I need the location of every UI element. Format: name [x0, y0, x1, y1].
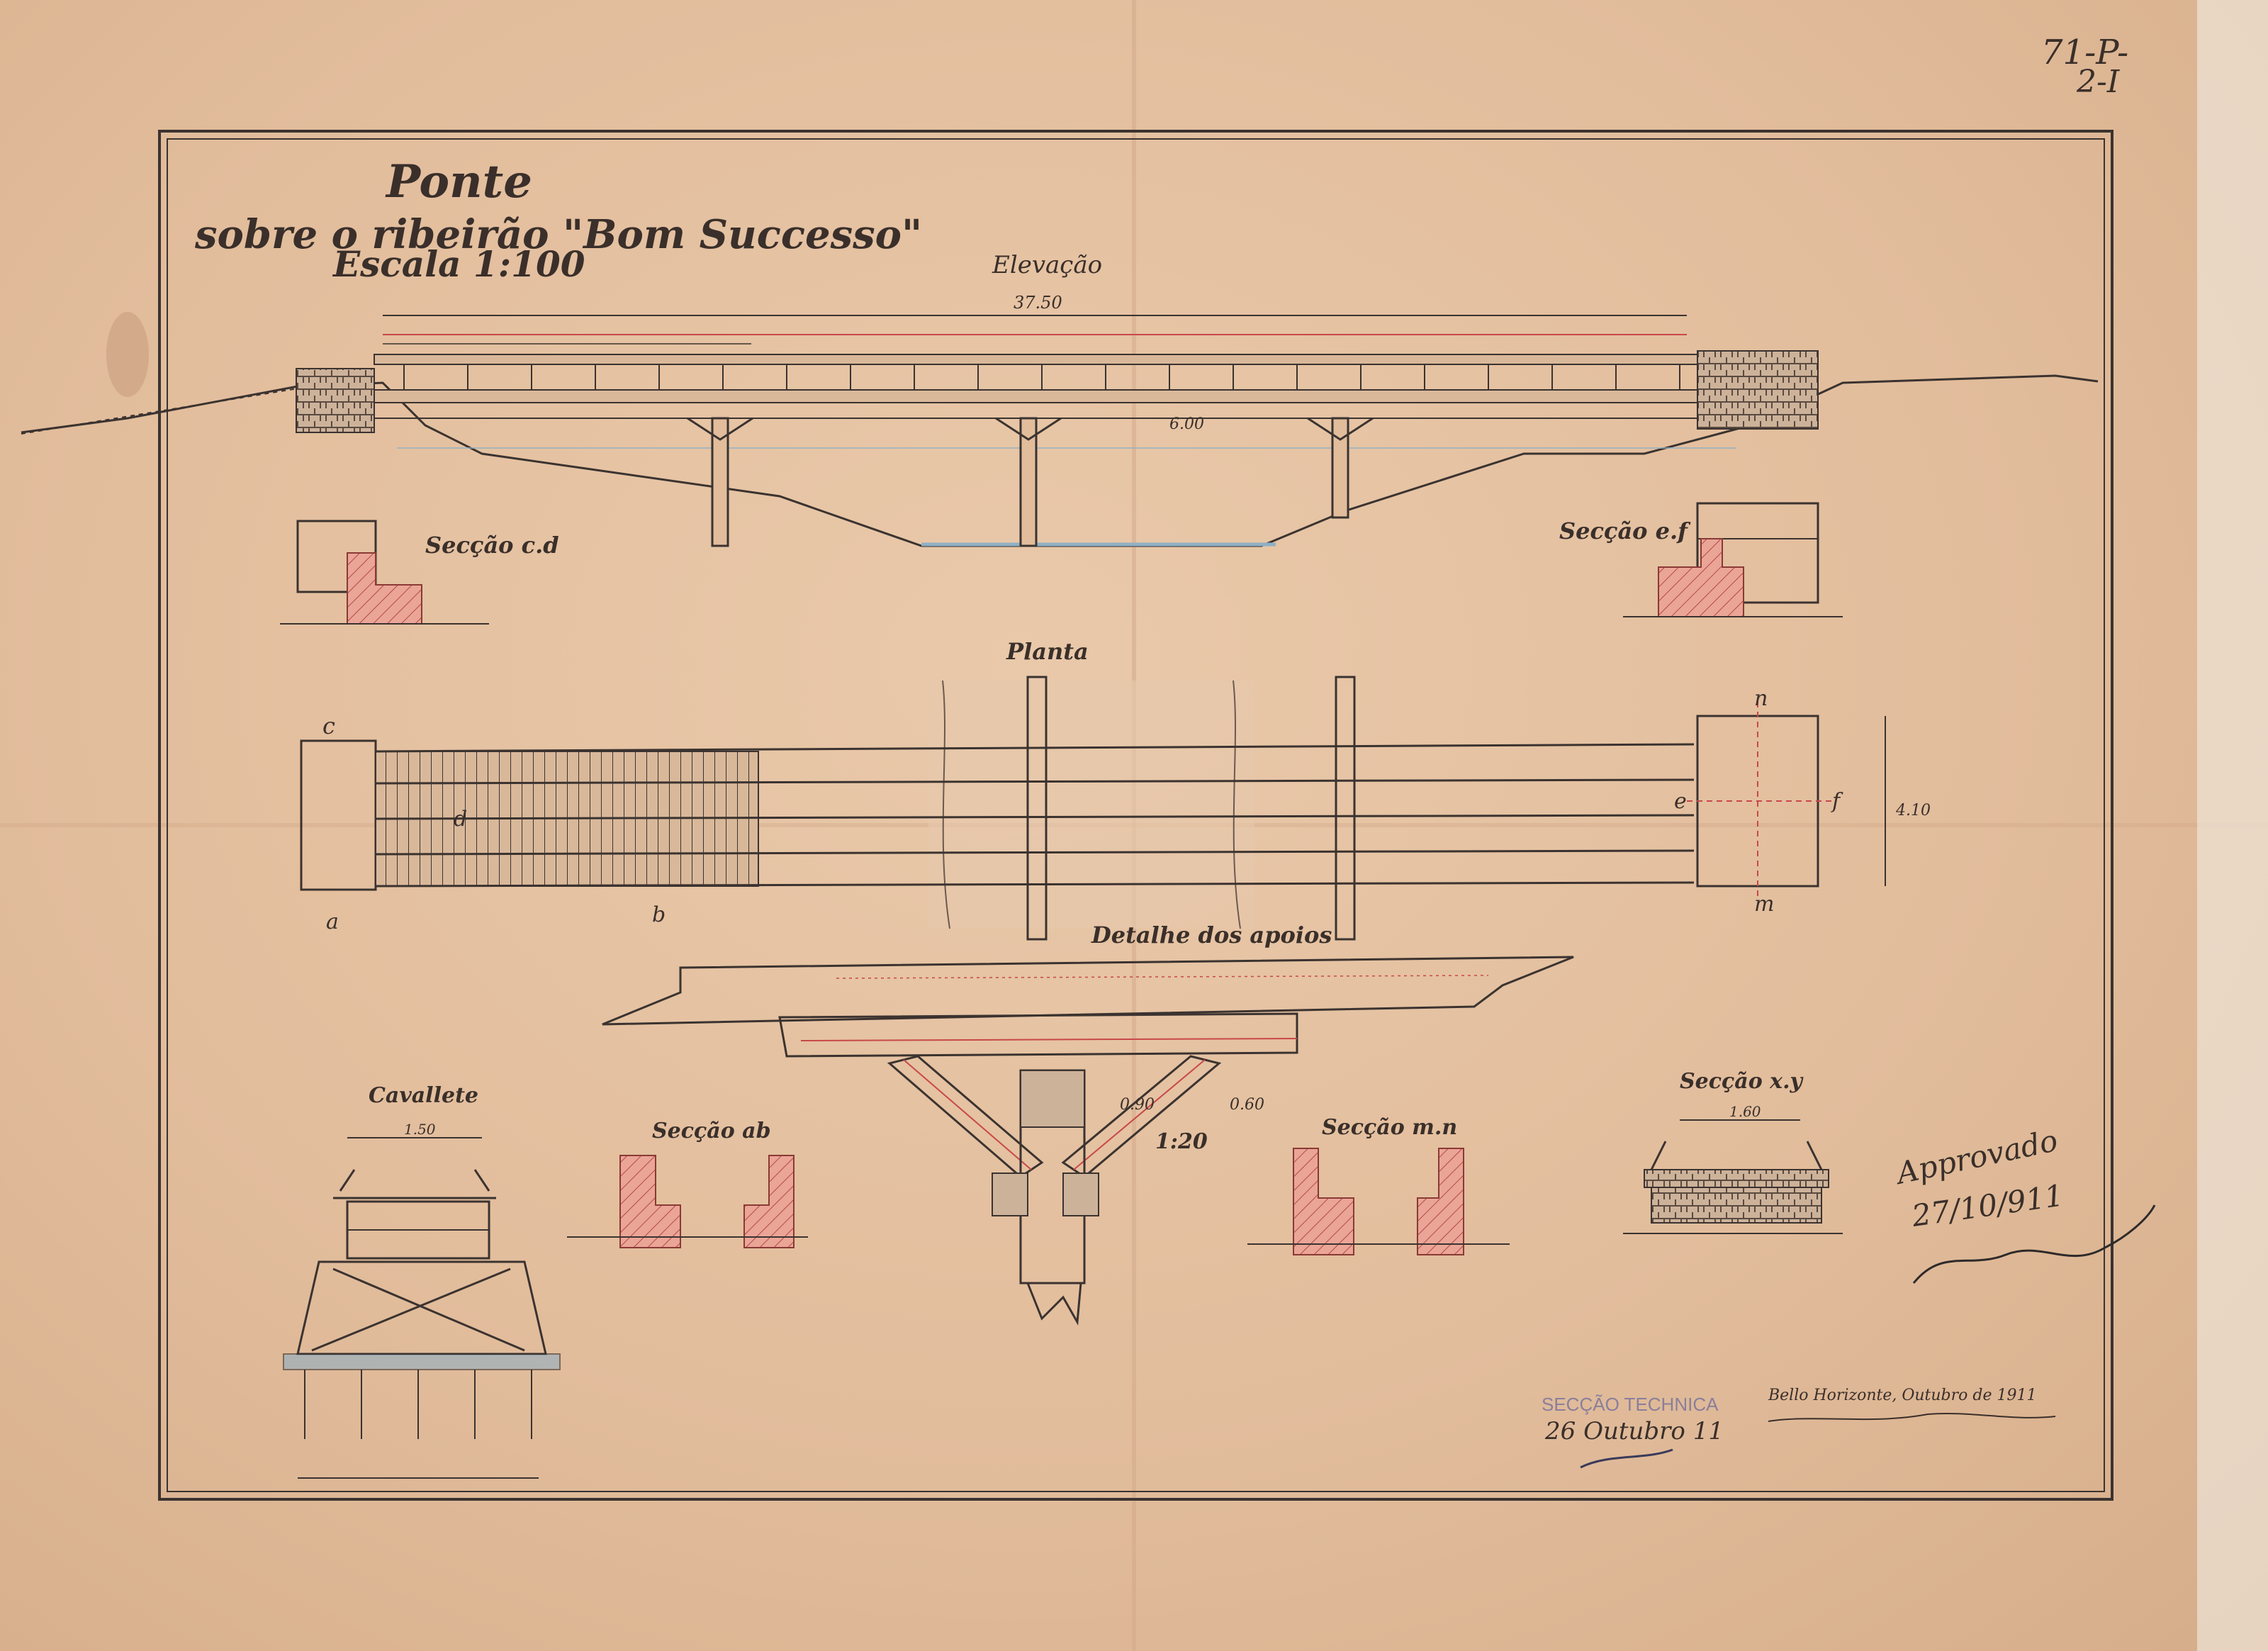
bridge-deck	[374, 389, 1698, 403]
drawing-scale: Escala 1:100	[332, 243, 585, 285]
dim-middle-span: 6.00	[1169, 415, 1204, 433]
plan-letter-c: c	[322, 712, 335, 739]
trestle-view: Cavallete 1.50	[283, 1083, 561, 1479]
section-xy-width: 1.60	[1729, 1103, 1761, 1120]
plan-letter-e: e	[1674, 789, 1687, 814]
support-detail: Detalhe dos apoios 0.90 0.60 1:20	[602, 922, 1574, 1326]
plan-letter-m: m	[1754, 892, 1774, 917]
section-cd-label: Secção c.d	[425, 532, 559, 559]
elevation-view: Elevação 37.50	[21, 251, 2099, 547]
abutment-right	[1697, 350, 1819, 430]
drawing-subtitle: sobre o ribeirão "Bom Successo"	[194, 211, 922, 258]
plan-letter-a: a	[326, 910, 339, 934]
stamp-date: 26 Outubro 11	[1544, 1417, 1724, 1445]
plan-letter-d: d	[454, 807, 467, 832]
section-mn-label: Secção m.n	[1322, 1115, 1457, 1140]
drafter-signature	[1768, 1412, 2056, 1422]
archive-code-2: 2-I	[2076, 64, 2121, 100]
bridge-railing	[374, 354, 1698, 365]
section-cd: Secção c.d	[280, 520, 559, 625]
plan-letter-b: b	[652, 902, 666, 927]
detail-dim-b: 0.60	[1230, 1096, 1264, 1114]
drawing-title: Ponte	[385, 155, 532, 208]
section-ab-label: Secção ab	[652, 1119, 771, 1143]
detail-scale: 1:20	[1155, 1129, 1208, 1154]
stamp-signature	[1580, 1448, 1673, 1469]
approval-block: Approvado 27/10/911	[1891, 1123, 2156, 1284]
elevation-label: Elevação	[992, 251, 1102, 279]
section-ef-label: Secção e.f	[1559, 517, 1691, 544]
dim-total-length: 37.50	[1014, 293, 1062, 313]
approval-signature	[1912, 1204, 2156, 1284]
stamp-office: SECÇÃO TECHNICA	[1542, 1394, 1719, 1415]
support-detail-label: Detalhe dos apoios	[1091, 922, 1332, 948]
section-xy: Secção x.y 1.60	[1623, 1069, 1843, 1234]
section-ef: Secção e.f	[1559, 502, 1843, 617]
place-date-note: Bello Horizonte, Outubro de 1911	[1768, 1387, 2036, 1404]
abutment-left	[296, 368, 375, 433]
detail-dim-a: 0.90	[1120, 1096, 1155, 1114]
plan-view: Planta 4.10 c d a b e f n m	[300, 638, 1931, 941]
approval-date: 27/10/911	[1909, 1177, 2066, 1233]
technical-section-stamp: SECÇÃO TECHNICA 26 Outubro 11	[1542, 1394, 1724, 1469]
drawing-frame	[158, 130, 2113, 1501]
plan-label: Planta	[1006, 638, 1089, 665]
trestle-label: Cavallete	[369, 1083, 478, 1108]
trestle-width: 1.50	[404, 1121, 436, 1138]
plan-letter-f: f	[1831, 789, 1843, 814]
archive-code-1: 71-P-	[2041, 33, 2128, 72]
plan-letter-n: n	[1754, 686, 1768, 711]
dim-plan-width: 4.10	[1895, 802, 1931, 819]
section-xy-label: Secção x.y	[1680, 1069, 1804, 1094]
section-mn: Secção m.n	[1247, 1115, 1510, 1255]
drawing-frame-inner	[167, 138, 2105, 1492]
section-ab: Secção ab	[567, 1119, 808, 1248]
